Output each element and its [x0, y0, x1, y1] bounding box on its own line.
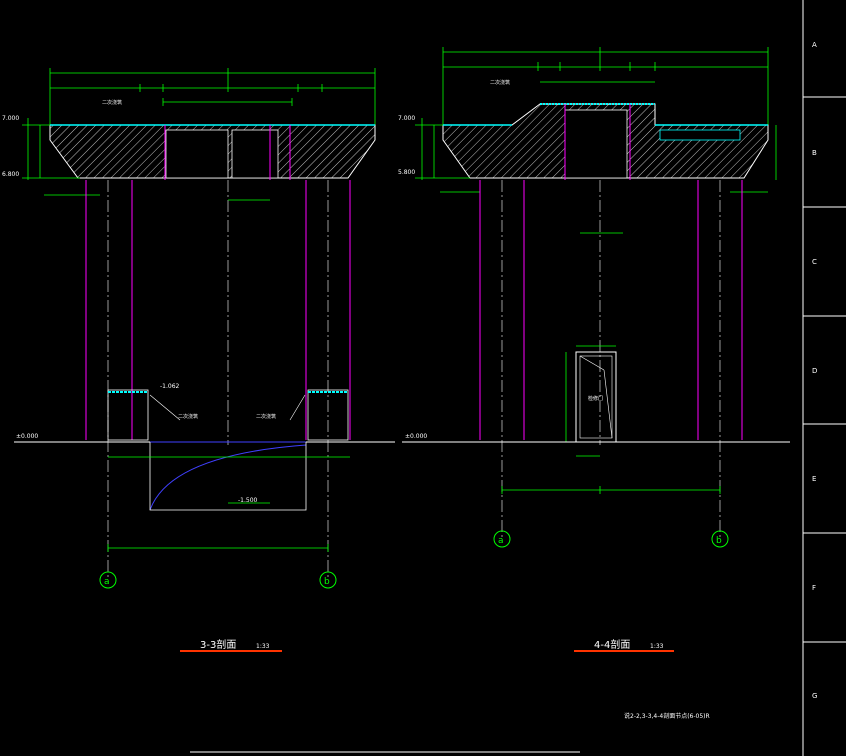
right-elev-top: 7.000: [398, 115, 415, 122]
left-section-scale: 1:33: [256, 643, 270, 650]
top-dimension-chain: [49, 68, 376, 128]
right-axis-a-label: a: [498, 536, 504, 546]
left-elev-pit: -1.062: [160, 383, 180, 390]
axis-bubble-a-left: [99, 571, 117, 589]
row-label-g: G: [812, 692, 817, 700]
row-label-e: E: [812, 475, 816, 483]
columns-right: [479, 180, 743, 440]
row-label-f: F: [812, 584, 816, 592]
left-axis-a-label: a: [104, 577, 110, 587]
left-note-pit-right: 二次浇筑: [256, 413, 276, 420]
section-4-4: [402, 47, 790, 652]
axis-bubble-b-left: [319, 571, 337, 589]
door-dims: [565, 345, 616, 457]
right-axis-b-label: b: [716, 536, 722, 546]
door-label: 检修门: [588, 395, 603, 402]
row-label-a: A: [812, 41, 817, 49]
section-3-3: [14, 68, 395, 652]
left-elev-ground: ±0.000: [16, 433, 38, 440]
left-axis-b-label: b: [324, 577, 330, 587]
top-dimension-chain-right: [442, 47, 769, 128]
drawing-frame: [190, 0, 846, 756]
left-elev-mid: 6.800: [2, 171, 19, 178]
row-label-b: B: [812, 149, 817, 157]
footer-note: 说2-2,3-3,4-4剖面节点(6-05)R: [624, 712, 710, 720]
right-note-pour: 二次浇筑: [490, 79, 510, 86]
axis-bubble-a-right: [493, 530, 511, 548]
columns: [85, 180, 351, 440]
row-label-d: D: [812, 367, 817, 375]
right-section-scale: 1:33: [650, 643, 664, 650]
left-section-title: 3-3剖面: [200, 638, 236, 651]
right-elev-mid: 5.800: [398, 169, 415, 176]
axis-bubble-b-right: [711, 530, 729, 548]
bottom-dims-right: [501, 486, 721, 494]
row-label-c: C: [812, 258, 817, 266]
left-elev-top: 7.000: [2, 115, 19, 122]
right-section-title: 4-4剖面: [594, 638, 630, 651]
left-vertical-dims: [22, 118, 100, 196]
left-note-pour: 二次浇筑: [102, 99, 122, 106]
access-door-inner: [579, 355, 613, 439]
left-vertical-dims-right: [415, 118, 777, 193]
left-note-pit-left: 二次浇筑: [178, 413, 198, 420]
right-elev-ground: ±0.000: [405, 433, 427, 440]
bottom-dims: [107, 456, 350, 552]
left-pit-depth: -1.500: [238, 497, 258, 504]
